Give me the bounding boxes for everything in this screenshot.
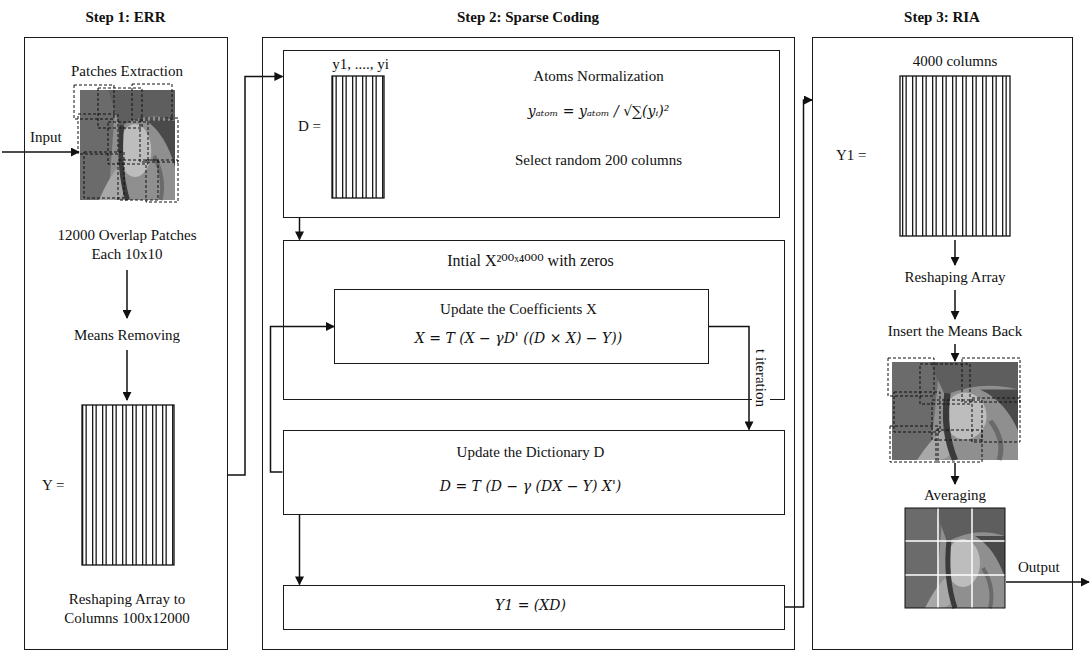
box-text: Select random 200 columns [434, 151, 764, 169]
patch-outline [890, 426, 938, 462]
grid-line [905, 540, 1005, 542]
iteration-box: Update the Coefficients X X = T (X − γD' … [334, 289, 709, 364]
formula: D = T (D − γ (DX − Y) X') [284, 478, 778, 495]
box-text: Atoms Normalization [434, 67, 764, 85]
panel-heading: Step 2: Sparse Coding [263, 8, 793, 26]
step-panel: Step 1: ERR [24, 37, 228, 650]
input-arrow [2, 151, 79, 153]
patch-outline [118, 160, 158, 200]
io-label: Input [30, 128, 62, 147]
step-label: Patches Extraction [71, 62, 183, 81]
io-label: Output [1018, 558, 1060, 577]
patch-outline [932, 400, 982, 440]
patch-outlines [74, 84, 178, 202]
reassembled-image [892, 362, 1018, 460]
flow-arrow [954, 240, 956, 265]
flow-connector [785, 100, 813, 607]
patch-outline [140, 118, 178, 162]
step-panel: Step 2: Sparse CodingD =y1, ...., yiAtom… [262, 37, 795, 650]
column-label: y1, ...., yi [318, 55, 404, 73]
output-arrow [1006, 581, 1089, 583]
patch-outline [132, 84, 172, 120]
patch-outline [936, 430, 982, 462]
patch-outline [78, 114, 118, 154]
flow-arrow [954, 344, 956, 361]
grid-line [937, 508, 939, 608]
flow-connector [299, 218, 301, 240]
output-image [905, 508, 1005, 608]
process-box: Y1 = (XD) [283, 585, 785, 630]
patch-outline [972, 398, 1020, 442]
process-box: Intial X²⁰⁰ˣ⁴⁰⁰⁰ with zerosUpdate the Co… [283, 240, 785, 400]
panel-heading: Step 1: ERR [25, 8, 226, 26]
column-matrix [332, 76, 384, 198]
flow-connector [299, 515, 301, 585]
process-box: Update the Dictionary D D = T (D − γ (DX … [283, 430, 785, 515]
step-label: Means Removing [74, 326, 180, 345]
grid-line [905, 574, 1005, 576]
input-image [80, 90, 175, 200]
matrix-label: Y1 = [836, 146, 867, 165]
flow-connector [709, 327, 749, 430]
step-label: Insert the Means Back [888, 322, 1023, 341]
matrix-label: D = [290, 117, 330, 135]
step-label: Reshaping Array to Columns 100x12000 [41, 590, 213, 628]
column-matrix [82, 405, 174, 565]
flow-connector [228, 77, 283, 476]
flow-arrow [126, 350, 128, 400]
patch-outline [108, 122, 148, 164]
step-label: Reshaping Array [904, 268, 1005, 287]
formula: Y1 = (XD) [284, 597, 778, 614]
grid-line [971, 508, 973, 608]
column-matrix [900, 76, 1010, 236]
formula: yₐₜₒₘ = yₐₜₒₘ / √∑(yᵢ)² [434, 103, 764, 120]
flow-arrow [126, 270, 128, 318]
process-box: D = y1, ...., yi Atoms Normalization yₐₜₒₘ … [283, 50, 780, 218]
matrix-label: Y = [42, 476, 65, 495]
flow-arrow [954, 290, 956, 319]
patch-outline [146, 160, 178, 202]
patch-outline [962, 358, 1020, 402]
box-text: Intial X²⁰⁰ˣ⁴⁰⁰⁰ with zeros [284, 251, 778, 270]
step-label: 12000 Overlap Patches Each 10x10 [41, 226, 213, 264]
patch-outlines [888, 358, 1020, 462]
edge-label: t iteration [752, 347, 770, 409]
image-frame [905, 508, 1005, 608]
panel-heading: Step 3: RIA [813, 8, 1071, 26]
formula: X = T (X − γD' ((D × X) − Y)) [335, 330, 702, 347]
averaging-grid [905, 508, 1005, 608]
box-text: Update the Coefficients X [335, 300, 702, 318]
step-label: Averaging [924, 486, 986, 505]
step-panel: Step 3: RIA [812, 37, 1073, 650]
flow-arrow [954, 463, 956, 484]
box-text: Update the Dictionary D [284, 443, 778, 461]
matrix-caption: 4000 columns [913, 52, 998, 71]
